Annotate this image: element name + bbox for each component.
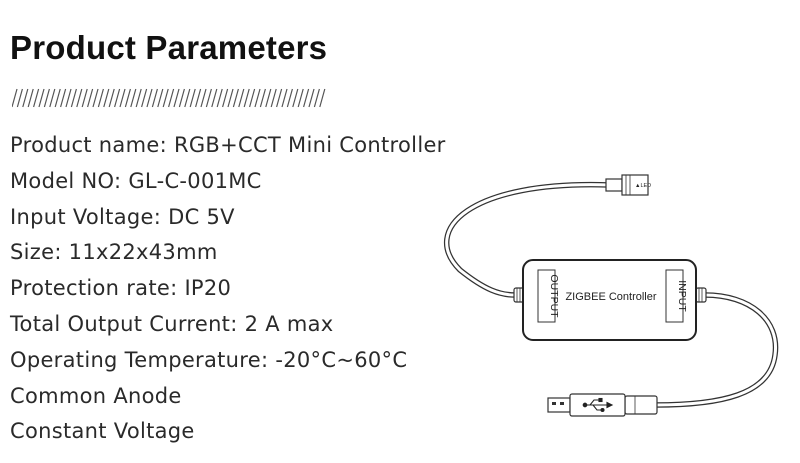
usb-plug xyxy=(547,393,658,417)
hatch-divider xyxy=(12,88,326,108)
param-label: Total Output Current xyxy=(10,311,231,336)
param-protection-rate: Protection rate: IP20 xyxy=(10,276,232,301)
controller-diagram: ▲LED OUTPUT INPUT ZIGBEE Controller xyxy=(443,174,779,417)
param-operating-temperature: Operating Temperature: -20°C~60°C xyxy=(10,347,408,372)
page-title: Product Parameters xyxy=(10,29,328,66)
controller-label: ZIGBEE Controller xyxy=(565,291,656,303)
output-label: OUTPUT xyxy=(548,274,560,318)
param-value: IP20 xyxy=(184,276,232,301)
param-label: Product name xyxy=(10,133,160,157)
param-value: -20°C~60°C xyxy=(275,347,408,372)
led-connector: ▲LED xyxy=(605,174,651,196)
param-total-output-current: Total Output Current: 2 A max xyxy=(10,311,334,336)
param-common-anode: Common Anode xyxy=(10,379,446,415)
param-size: Size: 11x22x43mm xyxy=(10,240,218,265)
zigbee-controller-box: OUTPUT INPUT ZIGBEE Controller xyxy=(522,259,697,341)
usb-icon xyxy=(582,397,614,413)
param-model-no: Model NO: GL-C-001MC xyxy=(10,168,262,193)
param-value: DC 5V xyxy=(168,204,235,229)
param-value: RGB+CCT Mini Controller xyxy=(173,133,446,157)
param-label: Common Anode xyxy=(10,383,182,408)
param-label: Size xyxy=(10,240,55,265)
param-constant-voltage: Constant Voltage xyxy=(10,414,446,450)
output-strain-relief xyxy=(513,287,525,303)
param-label: Constant Voltage xyxy=(10,419,195,444)
param-label: Model NO xyxy=(10,168,114,193)
param-label: Protection rate xyxy=(10,276,171,301)
param-input-voltage: Input Voltage: DC 5V xyxy=(10,204,235,229)
input-label: INPUT xyxy=(676,280,688,312)
param-label: Input Voltage xyxy=(10,204,154,229)
param-value: 2 A max xyxy=(244,311,334,336)
param-label: Operating Temperature xyxy=(10,347,261,372)
param-value: 11x22x43mm xyxy=(68,240,218,265)
input-strain-relief xyxy=(695,287,707,303)
param-product-name: Product name: RGB+CCT Mini Controller xyxy=(10,133,446,157)
param-value: GL-C-001MC xyxy=(128,168,262,193)
parameter-list: Product name: RGB+CCT Mini Controller Mo… xyxy=(10,128,446,450)
led-connector-label: ▲LED xyxy=(635,183,651,189)
